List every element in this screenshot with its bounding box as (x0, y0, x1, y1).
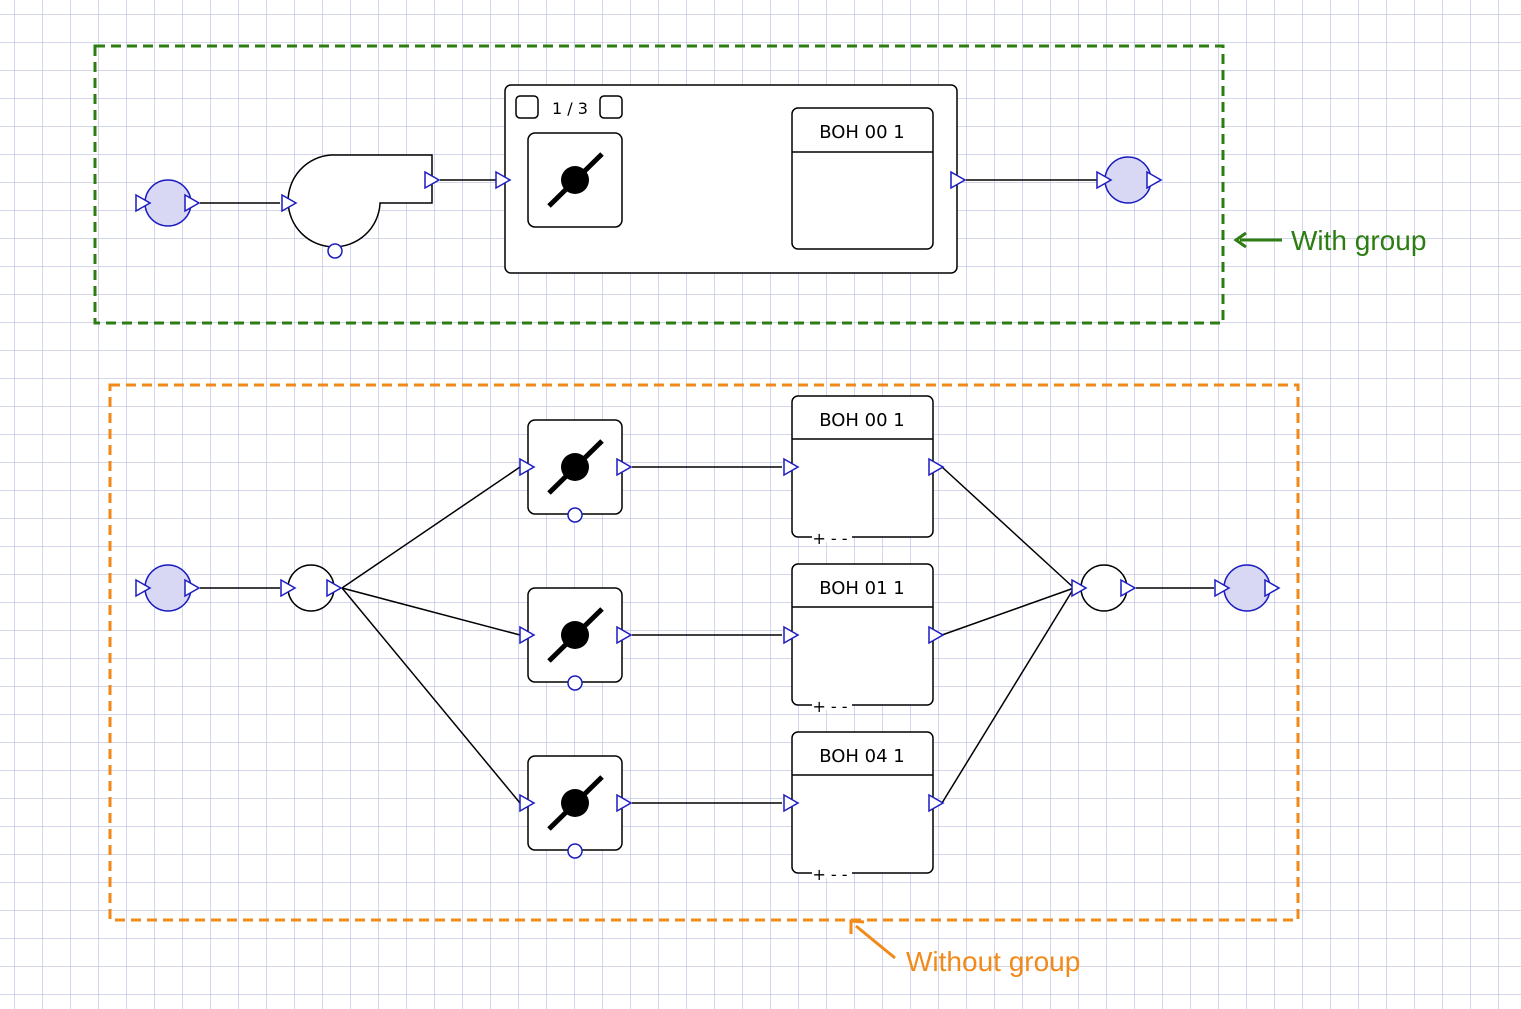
group-counter: 1 / 3 (552, 99, 588, 118)
sensor-port-icon[interactable] (327, 243, 343, 259)
group-next-checkbox[interactable] (599, 95, 623, 119)
with-group-frame (93, 44, 1225, 325)
group-boh-label: BOH 00 1 (819, 122, 905, 143)
damper-icon[interactable] (528, 756, 622, 850)
boh-box[interactable]: BOH 01 1 + - - (791, 563, 934, 716)
junction-icon[interactable] (280, 564, 343, 612)
wire (341, 587, 521, 636)
boh-footer: + - - (812, 529, 847, 548)
damper-icon[interactable] (528, 133, 622, 227)
wire (341, 587, 521, 804)
boh-label: BOH 01 1 (819, 578, 905, 599)
with-group-label: With group (1291, 225, 1426, 256)
wire (941, 466, 1075, 589)
arrow-icon (855, 924, 896, 960)
with-group-annotation: With group (1233, 225, 1426, 256)
wire (941, 587, 1075, 636)
damper-icon[interactable] (528, 588, 622, 682)
row-2: BOH 01 1 + - - (519, 563, 945, 716)
without-group-annotation: Without group (849, 919, 1080, 977)
row-3: BOH 04 1 + - - (519, 731, 945, 884)
row-1: BOH 00 1 + - - (519, 395, 945, 548)
source-terminal-icon[interactable] (135, 179, 201, 227)
wire (941, 587, 1075, 804)
boh-label: BOH 04 1 (819, 746, 905, 767)
sensor-port-icon[interactable] (567, 507, 583, 523)
boh-box[interactable]: BOH 04 1 + - - (791, 731, 934, 884)
boh-label: BOH 00 1 (819, 410, 905, 431)
boh-footer: + - - (812, 865, 847, 884)
with-group-section: 1 / 3 BOH 00 1 With group (93, 44, 1426, 325)
fan-icon[interactable] (281, 154, 441, 259)
source-terminal-icon[interactable] (135, 564, 201, 612)
group-boh-box[interactable]: BOH 00 1 (791, 107, 934, 250)
without-group-label: Without group (906, 946, 1080, 977)
sink-terminal-icon[interactable] (1214, 564, 1281, 612)
sensor-port-icon[interactable] (567, 675, 583, 691)
without-group-frame (108, 383, 1300, 922)
junction-icon[interactable] (1071, 564, 1137, 612)
sensor-port-icon[interactable] (567, 843, 583, 859)
group-prev-checkbox[interactable] (515, 95, 539, 119)
sink-terminal-icon[interactable] (1096, 156, 1163, 204)
boh-footer: + - - (812, 697, 847, 716)
boh-box[interactable]: BOH 00 1 + - - (791, 395, 934, 548)
wire (341, 466, 521, 589)
without-group-section: BOH 00 1 + - - BOH 01 1 + - - (108, 383, 1300, 977)
group-container[interactable]: 1 / 3 BOH 00 1 (495, 84, 967, 274)
damper-icon[interactable] (528, 420, 622, 514)
